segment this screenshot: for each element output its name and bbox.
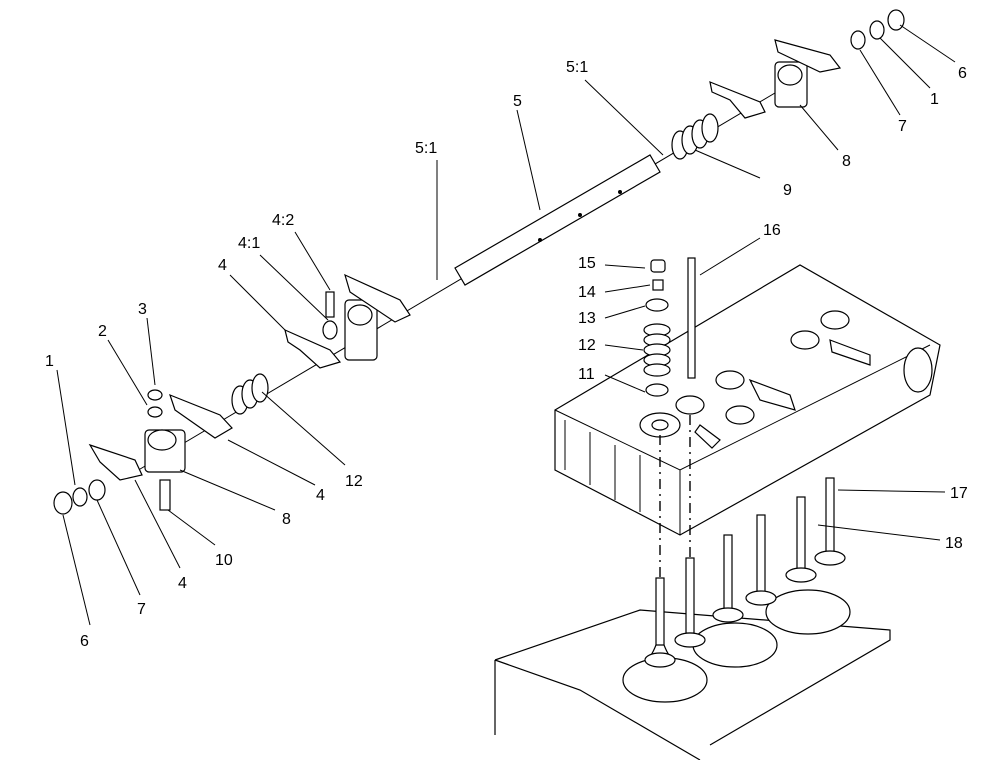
valve-6: [814, 477, 846, 566]
callout-7-left: 7: [137, 601, 146, 618]
callout-16: 16: [763, 222, 781, 239]
callout-1-left: 1: [45, 353, 54, 370]
part-1-ring-left: [72, 487, 88, 507]
part-12-spring-middle: [231, 373, 269, 415]
callout-labels: 1 2 3 4 4:1 4:2 6 7 4 10 8 4 12 5:1 5 5:…: [45, 59, 968, 650]
part-13-retainer: [645, 298, 669, 312]
part-8-rocker-bracket-right: [709, 39, 842, 119]
rocker-assembly: [53, 9, 905, 515]
valve-5: [785, 496, 817, 583]
callout-15: 15: [578, 255, 596, 272]
callout-10: 10: [215, 552, 233, 569]
part-8-rocker-bracket-left: [88, 393, 233, 511]
callout-7-right: 7: [898, 118, 907, 135]
valve-1: [644, 577, 676, 668]
part-6-nut-left: [53, 491, 73, 515]
callout-2: 2: [98, 323, 107, 340]
callout-12-left: 12: [345, 473, 363, 490]
callout-8-left: 8: [282, 511, 291, 528]
part-1-ring-right: [869, 20, 885, 40]
part-14-collet: [652, 279, 664, 291]
valve-spring-stack: [643, 257, 696, 397]
callout-4-b: 4: [178, 575, 187, 592]
callout-11: 11: [578, 366, 595, 383]
callout-14: 14: [578, 284, 596, 301]
part-3-washer: [147, 389, 163, 401]
callout-9: 9: [783, 182, 792, 199]
part-4-rocker-arms-middle: [284, 273, 411, 369]
part-16-stud: [687, 257, 696, 379]
callout-5-1-left: 5:1: [415, 140, 437, 157]
callout-8-right: 8: [842, 153, 851, 170]
callout-1-right: 1: [930, 91, 939, 108]
callout-17: 17: [950, 485, 968, 502]
part-9-spring: [671, 113, 719, 160]
part-12-valve-spring: [643, 323, 671, 377]
leader-lines: [56, 24, 956, 626]
callout-4-c: 4: [316, 487, 325, 504]
part-7-washer-right: [850, 30, 866, 50]
part-5-rocker-shaft: [454, 154, 661, 286]
part-11-spring-seat: [645, 383, 669, 397]
callout-5: 5: [513, 93, 522, 110]
part-7-washer-left: [88, 479, 106, 501]
cylinder-head: [554, 264, 941, 536]
callout-6-left: 6: [80, 633, 89, 650]
valve-4: [745, 514, 777, 606]
part-6-nut-right: [887, 9, 905, 31]
callout-4-a: 4: [218, 257, 227, 274]
valve-2: [674, 557, 706, 648]
engine-block: [494, 589, 891, 760]
callout-12-right: 12: [578, 337, 596, 354]
part-2-washer: [147, 406, 163, 418]
callout-6-right: 6: [958, 65, 967, 82]
callout-4-2: 4:2: [272, 212, 294, 229]
valves: [644, 477, 846, 668]
callout-13: 13: [578, 310, 596, 327]
callout-4-1: 4:1: [238, 235, 260, 252]
alignment-lines: [659, 415, 691, 580]
callout-18: 18: [945, 535, 963, 552]
callout-3: 3: [138, 301, 147, 318]
valve-3: [712, 534, 744, 623]
part-15-keeper: [650, 259, 666, 273]
callout-5-1-right: 5:1: [566, 59, 588, 76]
